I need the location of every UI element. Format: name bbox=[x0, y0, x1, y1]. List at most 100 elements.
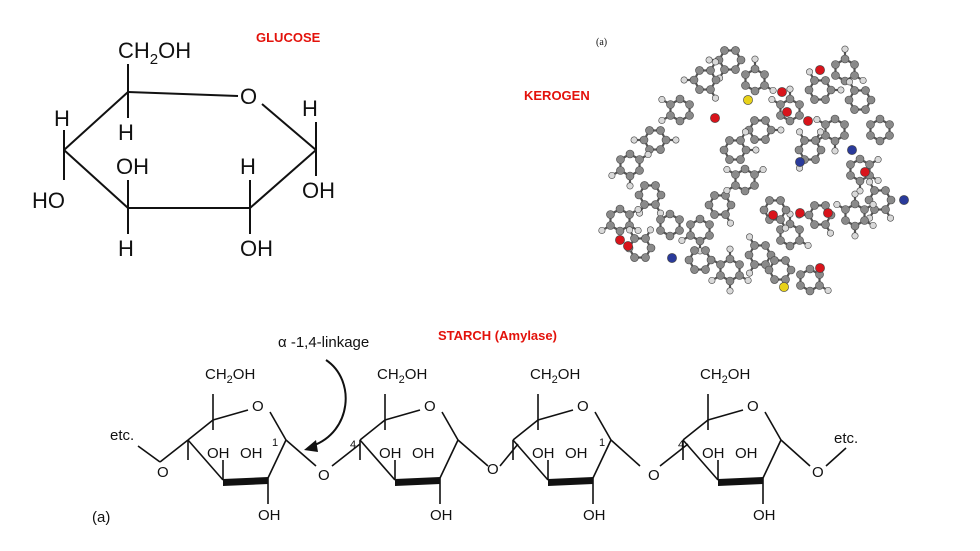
carbon-atom bbox=[770, 275, 779, 284]
carbon-atom bbox=[866, 120, 875, 129]
bond bbox=[359, 439, 396, 481]
carbon-atom bbox=[761, 135, 770, 144]
wedge-bond bbox=[395, 477, 440, 486]
carbon-atom bbox=[661, 135, 671, 145]
glycosidic-bond bbox=[825, 447, 847, 467]
carbon-atom bbox=[675, 94, 685, 104]
kerogen-title: KEROGEN bbox=[524, 88, 590, 103]
carbon-atom bbox=[656, 226, 665, 235]
carbon-atom bbox=[735, 271, 744, 280]
carbon-atom bbox=[795, 225, 804, 234]
hydrogen-atom bbox=[746, 233, 754, 241]
carbon-atom bbox=[711, 75, 721, 85]
nitrogen-atom bbox=[899, 195, 909, 205]
hydrogen-atom bbox=[856, 187, 864, 195]
bond bbox=[187, 439, 224, 481]
wedge-bond bbox=[718, 477, 763, 486]
hydrogen-atom bbox=[680, 76, 688, 84]
carbon-atom bbox=[686, 231, 695, 240]
carbon-atom bbox=[635, 166, 644, 175]
hydrogen-atom bbox=[678, 236, 686, 244]
carbon-atom bbox=[811, 136, 820, 145]
carbon-atom bbox=[710, 191, 719, 200]
carbon-atom bbox=[786, 265, 796, 275]
carbon-atom bbox=[695, 85, 704, 94]
c3-oh: OH bbox=[702, 445, 725, 462]
hydrogen-atom bbox=[846, 78, 854, 86]
carbon-atom bbox=[639, 135, 649, 145]
hydrogen-atom bbox=[859, 76, 867, 84]
c2-oh-lower: OH bbox=[753, 507, 776, 524]
alpha-linkage-label: α -1,4-linkage bbox=[278, 334, 369, 351]
oxygen-atom bbox=[782, 107, 792, 117]
kerogen-molecule bbox=[598, 45, 909, 296]
carbon-atom bbox=[844, 95, 854, 105]
hydrogen-atom bbox=[705, 56, 713, 64]
glucose-c1-oh: OH bbox=[302, 178, 335, 203]
c3-oh: OH bbox=[379, 445, 402, 462]
carbon-atom bbox=[881, 186, 890, 195]
glycosidic-bond bbox=[780, 439, 811, 467]
carbon-atom bbox=[795, 236, 804, 245]
carbon-atom bbox=[651, 181, 660, 190]
ring-oxygen: O bbox=[424, 398, 436, 415]
carbon-atom bbox=[831, 71, 840, 80]
carbon-atom bbox=[726, 200, 736, 210]
carbon-number: 4 bbox=[678, 439, 684, 451]
carbon-atom bbox=[731, 181, 740, 190]
carbon-atom bbox=[641, 234, 650, 243]
bridge-oxygen: O bbox=[648, 467, 660, 484]
carbon-atom bbox=[731, 170, 740, 179]
carbon-atom bbox=[796, 270, 805, 279]
carbon-atom bbox=[666, 111, 675, 120]
carbon-atom bbox=[706, 255, 716, 265]
c2-oh-lower: OH bbox=[258, 507, 281, 524]
glucose-c3-h: H bbox=[118, 236, 134, 261]
hydrogen-atom bbox=[866, 178, 874, 186]
glucose-c2-h: H bbox=[240, 154, 256, 179]
carbon-atom bbox=[805, 264, 815, 274]
carbon-atom bbox=[830, 114, 840, 124]
linkage-arrowhead bbox=[304, 440, 318, 452]
carbon-atom bbox=[811, 155, 820, 164]
hydrogen-atom bbox=[752, 146, 760, 154]
carbon-atom bbox=[866, 95, 876, 105]
carbon-atom bbox=[740, 164, 750, 174]
carbon-atom bbox=[860, 205, 869, 214]
glycosidic-bond bbox=[285, 439, 317, 467]
hydrogen-atom bbox=[874, 176, 882, 184]
glycosidic-bond bbox=[331, 443, 361, 467]
glucose-c6-group: CH2OH bbox=[118, 38, 191, 68]
bond bbox=[682, 419, 709, 441]
carbon-atom bbox=[826, 85, 836, 95]
oxygen-atom bbox=[777, 87, 787, 97]
glucose-unit bbox=[187, 394, 287, 504]
carbon-atom bbox=[695, 66, 704, 75]
carbon-atom bbox=[741, 70, 750, 79]
carbon-atom bbox=[685, 111, 694, 120]
carbon-atom bbox=[731, 46, 740, 55]
carbon-atom bbox=[821, 95, 830, 104]
carbon-atom bbox=[805, 286, 815, 296]
carbon-atom bbox=[861, 105, 870, 114]
carbon-atom bbox=[850, 60, 859, 69]
c2-oh: OH bbox=[735, 445, 758, 462]
carbon-atom bbox=[885, 120, 894, 129]
carbon-atom bbox=[841, 216, 850, 225]
carbon-atom bbox=[701, 246, 710, 255]
hydrogen-atom bbox=[741, 128, 749, 136]
linkage-arrow bbox=[311, 359, 347, 447]
glucose-labels: CH2OH O H H H HO OH H H OH OH bbox=[32, 38, 335, 261]
c2-oh-lower: OH bbox=[583, 507, 606, 524]
carbon-atom bbox=[850, 221, 860, 231]
hydrogen-atom bbox=[851, 232, 859, 240]
carbon-atom bbox=[725, 254, 735, 264]
carbon-atom bbox=[765, 196, 774, 205]
carbon-atom bbox=[656, 126, 665, 135]
carbon-atom bbox=[701, 265, 710, 274]
c2-oh: OH bbox=[412, 445, 435, 462]
carbon-atom bbox=[656, 190, 666, 200]
carbon-atom bbox=[615, 226, 625, 236]
glucose-c3-oh: OH bbox=[116, 154, 149, 179]
